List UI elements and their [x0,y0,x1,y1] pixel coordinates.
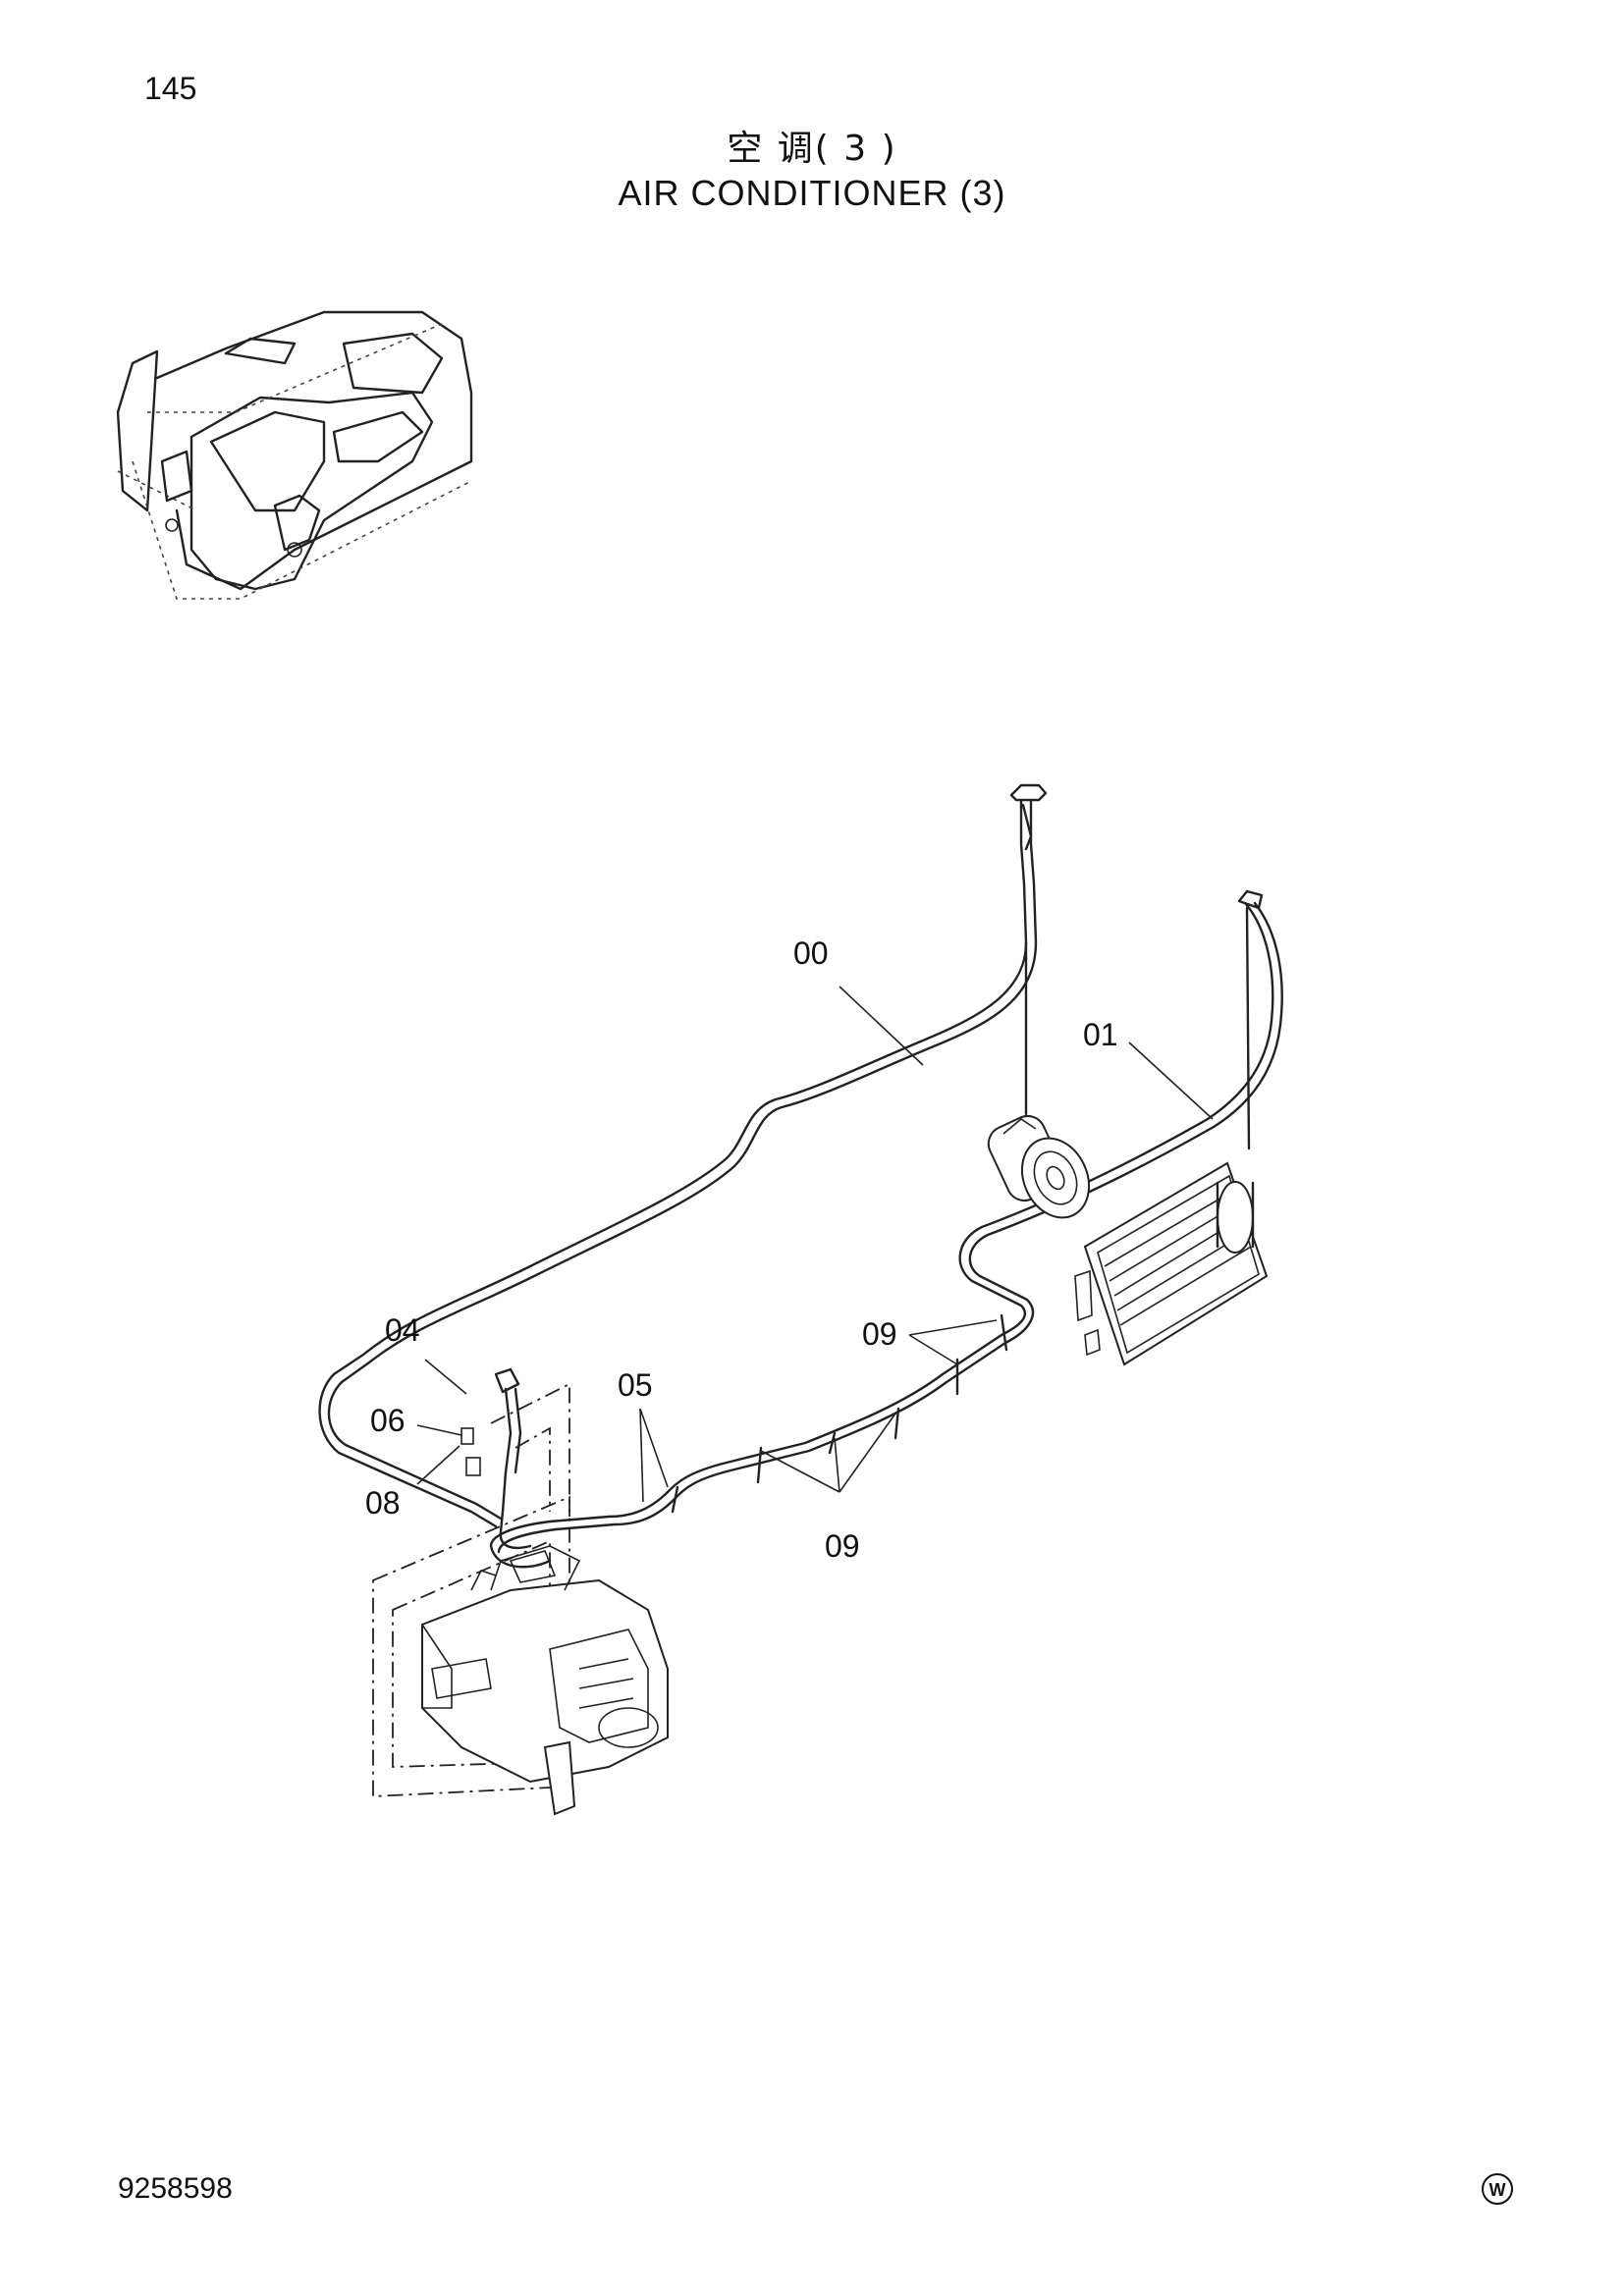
callout-08: 08 [365,1485,401,1521]
hose-01 [666,889,1283,1502]
callout-05: 05 [618,1367,653,1403]
evaporator-unit [372,1382,669,1816]
circle-w-logo-icon: W [1482,2173,1513,2205]
callout-06: 06 [370,1403,406,1438]
callout-09-top: 09 [862,1316,897,1352]
logo-text: W [1489,2180,1506,2200]
clamps-09 [671,1313,1008,1514]
page-number: 145 [144,71,197,106]
condenser [1074,1161,1269,1366]
callout-09-bottom: 09 [825,1528,860,1564]
leader-lines [416,986,1214,1503]
title-chinese: 空 调( 3 ) [727,129,897,169]
compressor [987,940,1091,1219]
title-english: AIR CONDITIONER (3) [618,173,1006,213]
callout-04: 04 [385,1312,420,1348]
document-number: 9258598 [118,2172,233,2205]
machine-locator-view [116,310,473,600]
callout-00: 00 [793,935,829,971]
callout-01: 01 [1083,1017,1118,1052]
hose-00 [318,783,1048,1528]
hose-fittings [460,1367,532,1550]
